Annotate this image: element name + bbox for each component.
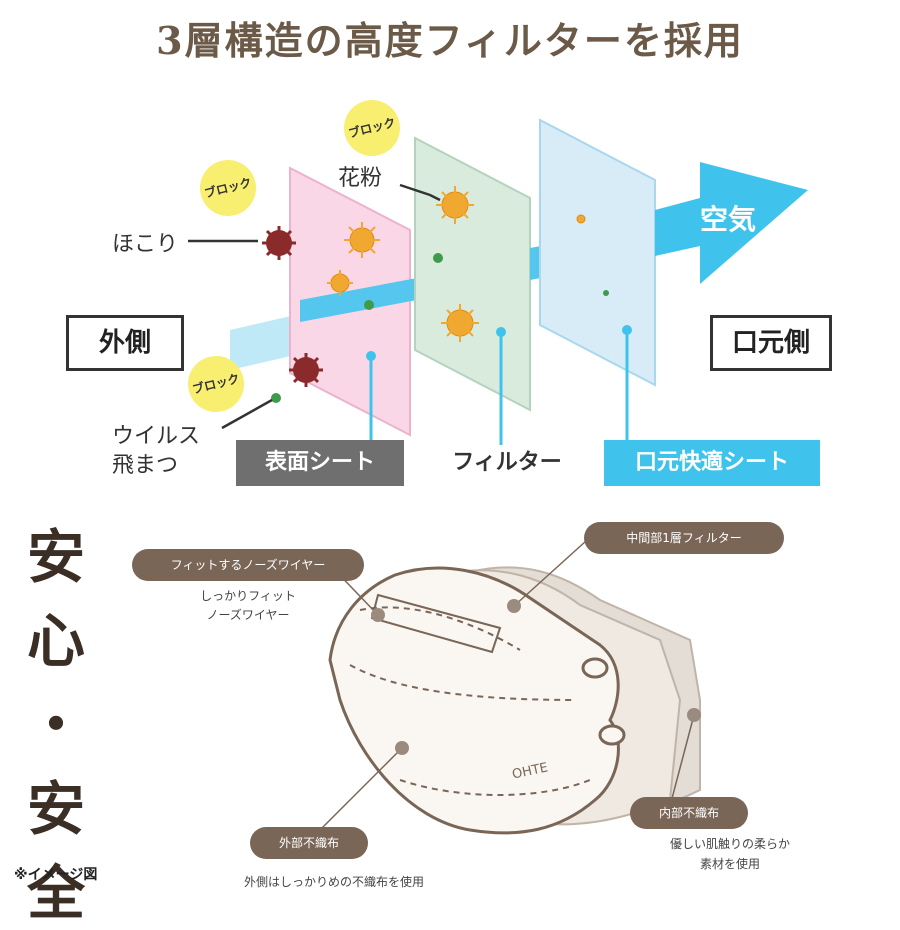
mouth-sheet-label: 口元快適シート bbox=[604, 440, 820, 486]
mask-illustration bbox=[314, 540, 701, 836]
safety-side-text: 安 心 ・ 安 全 bbox=[16, 510, 96, 930]
nose-wire-callout: フィットするノーズワイヤー bbox=[132, 549, 364, 581]
virus-label-line1: ウイルス bbox=[112, 424, 201, 449]
side-char-3: ・ bbox=[26, 691, 85, 759]
nose-wire-note-line1: しっかりフィット bbox=[200, 589, 296, 603]
sheet-pointers bbox=[369, 330, 629, 445]
mask-front-layer bbox=[328, 566, 620, 835]
side-char-2: 心 bbox=[26, 607, 85, 675]
inner-fabric-note-line2: 素材を使用 bbox=[699, 857, 760, 871]
inner-fabric-callout: 内部不織布 bbox=[630, 797, 748, 829]
air-label: 空気 bbox=[700, 203, 757, 236]
middle-filter-callout: 中間部1層フィルター bbox=[584, 522, 784, 554]
surface-sheet-label: 表面シート bbox=[236, 440, 404, 486]
inner-fabric-note-line1: 優しい肌触りの柔らか bbox=[669, 837, 790, 851]
mouth-sheet bbox=[539, 118, 656, 387]
pollen-spikes bbox=[327, 186, 479, 342]
mouth-side-box: 口元側 bbox=[710, 315, 832, 371]
leader-lines bbox=[188, 183, 441, 430]
outer-side-box: 外側 bbox=[66, 315, 184, 371]
pollen-label: 花粉 bbox=[338, 166, 383, 191]
filter-diagram-graphic bbox=[188, 118, 808, 445]
pointer-dots bbox=[366, 325, 632, 361]
nose-wire-note-line2: ノーズワイヤー bbox=[206, 608, 290, 622]
air-arrow bbox=[655, 162, 808, 284]
droplet-particles bbox=[271, 253, 609, 403]
image-note: ※イメージ図 bbox=[14, 867, 98, 883]
outer-fabric-note: 外側はしっかりめの不織布を使用 bbox=[243, 875, 424, 889]
side-char-4: 安 bbox=[26, 775, 85, 843]
filter-sheet-label: フィルター bbox=[452, 450, 562, 475]
dust-spikes bbox=[262, 226, 323, 387]
outer-fabric-callout: 外部不織布 bbox=[250, 827, 368, 859]
callout-dots bbox=[371, 599, 701, 755]
virus-label-line2: 飛まつ bbox=[112, 453, 179, 478]
page-title: 3層構造の高度フィルターを採用 bbox=[156, 18, 744, 63]
side-char-1: 安 bbox=[26, 523, 85, 591]
dust-label: ほこり bbox=[112, 232, 179, 257]
